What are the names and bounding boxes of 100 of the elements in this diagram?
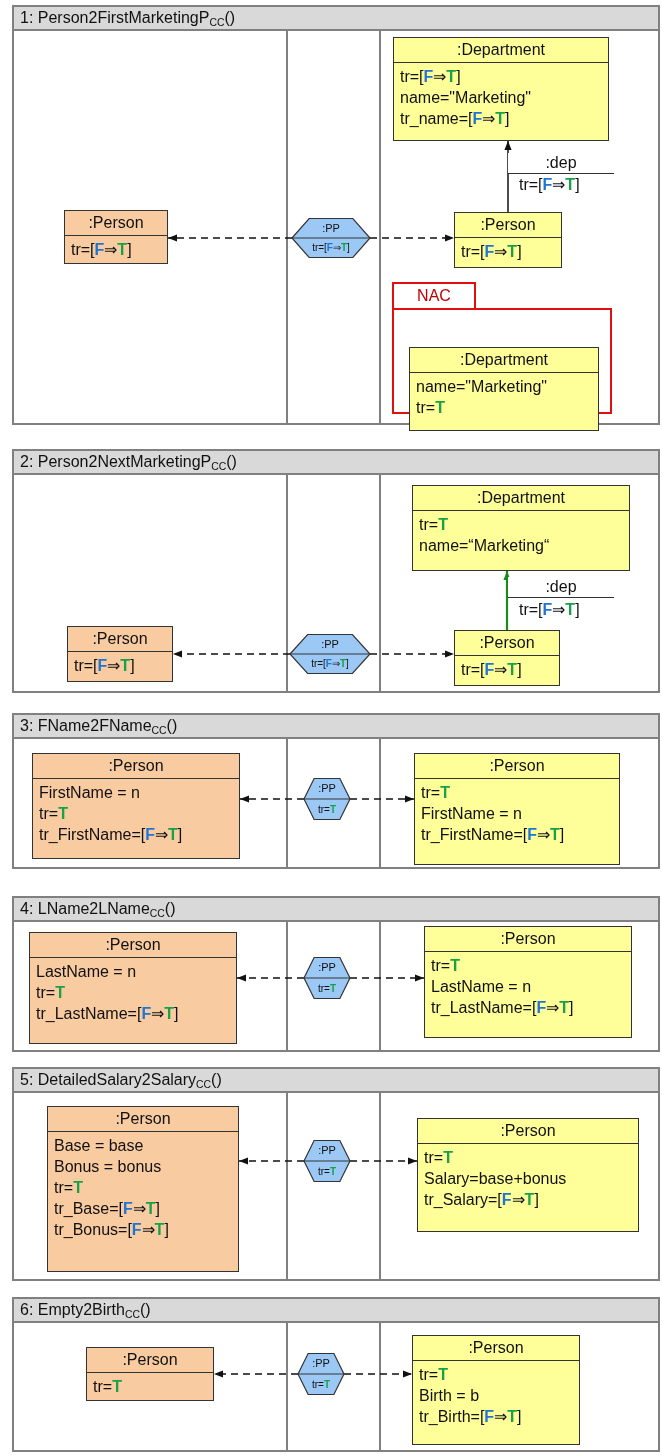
correspondence-attribute: tr=T <box>311 1379 331 1390</box>
correspondence-hexagon <box>304 778 350 820</box>
attribute-text: FirstName = n <box>39 783 141 803</box>
object-box <box>412 1335 580 1445</box>
correspondence-name: :PP <box>318 1145 336 1157</box>
rule-panel <box>12 449 660 693</box>
object-box <box>454 212 562 268</box>
attribute-text: tr=[F⇒T] <box>461 242 523 262</box>
object-name: :Person <box>415 754 619 779</box>
object-box <box>393 37 609 141</box>
attribute-text: tr=T <box>416 398 446 418</box>
dashed-arrow <box>172 650 291 658</box>
object-name: :Person <box>425 927 631 952</box>
edge-label: :dep <box>508 577 614 598</box>
attribute-text: tr_name=[F⇒T] <box>400 109 511 129</box>
dashed-arrow <box>236 974 305 982</box>
rule-title: 2: Person2NextMarketingP$_{CC}$() <box>20 453 237 471</box>
attribute-text: FirstName = n <box>421 804 523 824</box>
attribute-text: tr=T <box>431 956 461 976</box>
attribute-text: Base = base <box>54 1136 145 1156</box>
object-name: :Person <box>30 933 236 958</box>
correspondence-name: :PP <box>312 1358 330 1370</box>
object-box <box>67 626 173 682</box>
rule-title: 5: DetailedSalary2Salary$_{CC}$() <box>20 1071 222 1089</box>
correspondence-hexagon <box>292 218 370 258</box>
correspondence-attribute: tr=T <box>317 804 337 815</box>
object-name: :Department <box>413 486 629 511</box>
dashed-arrow <box>167 234 293 242</box>
attribute-text: name=“Marketing“ <box>419 536 551 556</box>
attribute-text: tr_Salary=[F⇒T] <box>424 1190 540 1210</box>
link-attribute: tr=[F⇒T] <box>519 600 580 620</box>
correspondence-attribute: tr=T <box>317 983 337 994</box>
object-box <box>86 1347 214 1401</box>
attribute-text: LastName = n <box>36 962 138 982</box>
correspondence-hexagon <box>304 957 350 999</box>
attribute-text: tr_Base=[F⇒T] <box>54 1199 161 1219</box>
object-name: :Person <box>413 1336 579 1361</box>
attribute-text: tr=T <box>419 515 449 535</box>
object-box <box>64 210 168 264</box>
object-name: :Person <box>455 213 561 238</box>
attribute-text: tr=T <box>93 1377 123 1397</box>
correspondence-hexagon <box>304 1140 350 1182</box>
attribute-text: tr_LastName=[F⇒T] <box>431 998 575 1018</box>
object-name: :Department <box>394 38 608 63</box>
dashed-arrow <box>238 1157 305 1165</box>
attribute-text: tr_FirstName=[F⇒T] <box>421 825 566 845</box>
object-box <box>454 630 560 686</box>
rule-panel <box>12 896 660 1052</box>
attribute-text: tr=[F⇒T] <box>400 67 462 87</box>
attribute-text: tr=T <box>421 783 451 803</box>
correspondence-hexagon <box>290 634 370 674</box>
attribute-text: tr_Birth=[F⇒T] <box>419 1407 523 1427</box>
rule-title: 1: Person2FirstMarketingP$_{CC}$() <box>20 9 236 27</box>
dashed-arrow <box>369 234 455 242</box>
dashed-arrow <box>343 1370 413 1378</box>
object-box <box>409 347 599 431</box>
object-name: :Person <box>455 631 559 656</box>
object-box <box>29 932 237 1044</box>
arrow <box>504 140 512 213</box>
dashed-arrow <box>239 795 305 803</box>
rule-title: 3: FName2FName$_{CC}$() <box>20 717 178 735</box>
rule-title: 4: LName2LName$_{CC}$() <box>20 900 176 918</box>
rule-panel <box>12 1067 660 1281</box>
attribute-text: tr=T <box>424 1148 454 1168</box>
attribute-text: tr=T <box>54 1178 84 1198</box>
correspondence-name: :PP <box>318 783 336 795</box>
attribute-text: tr_LastName=[F⇒T] <box>36 1004 180 1024</box>
condition-label: NAC <box>417 287 451 305</box>
attribute-text: Salary=base+bonus <box>424 1169 568 1189</box>
object-name: :Person <box>68 627 172 652</box>
object-name: :Person <box>418 1119 638 1144</box>
attribute-text: tr_Bonus=[F⇒T] <box>54 1220 170 1240</box>
attribute-text: tr=[F⇒T] <box>461 660 523 680</box>
rule-title: 6: Empty2Birth$_{CC}$() <box>20 1301 151 1319</box>
correspondence-hexagon <box>298 1353 344 1395</box>
correspondence-attribute: tr=T <box>317 1166 337 1177</box>
rule-panel <box>12 1297 660 1452</box>
object-box <box>47 1106 239 1272</box>
object-name: :Person <box>48 1107 238 1132</box>
attribute-text: LastName = n <box>431 977 533 997</box>
object-box <box>414 753 620 865</box>
object-name: :Person <box>33 754 239 779</box>
object-box <box>412 485 630 571</box>
correspondence-name: :PP <box>318 962 336 974</box>
attribute-text: tr=T <box>419 1365 449 1385</box>
dashed-arrow <box>349 974 425 982</box>
dashed-arrow <box>369 650 455 658</box>
object-name: :Person <box>65 211 167 236</box>
attribute-text: Bonus = bonus <box>54 1157 163 1177</box>
attribute-text: name="Marketing" <box>416 377 548 397</box>
correspondence-name: :PP <box>322 222 340 234</box>
dashed-arrow <box>349 1157 418 1165</box>
attribute-text: tr=[F⇒T] <box>71 240 133 260</box>
object-name: :Person <box>87 1348 213 1373</box>
attribute-text: tr=T <box>39 804 69 824</box>
correspondence-attribute: tr=[F⇒T] <box>311 659 349 670</box>
object-box <box>417 1118 639 1232</box>
attribute-text: tr_FirstName=[F⇒T] <box>39 825 184 845</box>
rule-panel <box>12 713 660 869</box>
attribute-text: Birth = b <box>419 1386 481 1406</box>
